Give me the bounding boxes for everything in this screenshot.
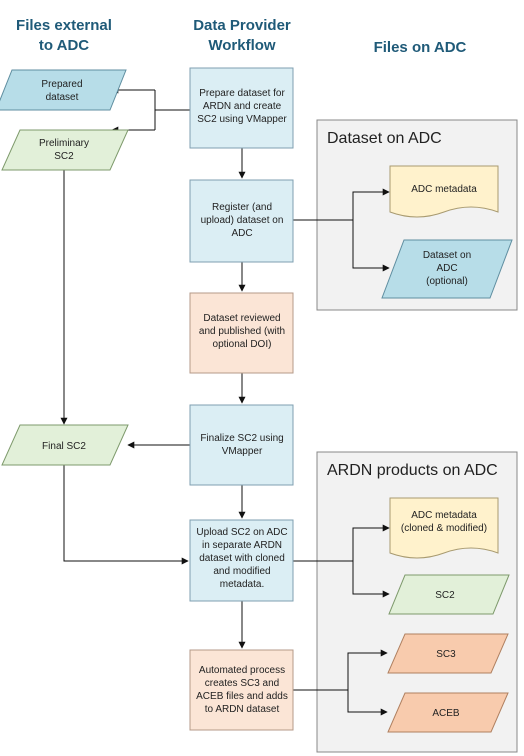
node-adc-metadata-1-label: ADC metadata	[411, 184, 477, 195]
node-upload-sc2-label-line-1: Upload SC2 on ADC	[196, 527, 287, 538]
header-on-adc: Files on ADC	[374, 39, 467, 56]
node-aceb-out-label: ACEB	[432, 708, 460, 719]
node-register: Register (and upload) dataset on ADC	[189, 179, 294, 263]
edge-prepare-split	[154, 109, 190, 130]
node-finalize-label-line-1: Finalize SC2 using	[200, 433, 283, 444]
edge-to-adc-metadata	[352, 188, 390, 220]
node-automated-label-line-1: Automated process	[199, 665, 285, 676]
edge-to-adc-metadata-2	[352, 524, 390, 561]
header-external-line-1: Files external	[16, 17, 112, 34]
node-preliminary-sc2-label-line-2: SC2	[54, 151, 74, 162]
node-prepared-dataset-label-line-2: dataset	[46, 92, 79, 103]
node-dataset-on-adc-label: Dataset on ADC (optional)	[423, 250, 471, 287]
node-prepare-label-line-3: SC2 using VMapper	[197, 114, 287, 125]
node-dataset-on-adc-label-line-2: ADC	[436, 263, 457, 274]
node-sc3-out-label-line-1: SC3	[436, 649, 456, 660]
node-reviewed-label-line-2: and published (with	[199, 326, 285, 337]
node-preliminary-sc2-label-line-1: Preliminary	[39, 138, 89, 149]
node-upload-sc2-label-line-4: and modified	[213, 566, 270, 577]
edges	[60, 86, 390, 716]
node-reviewed-label: Dataset reviewed and published (with optio…	[199, 313, 285, 350]
node-adc-metadata-1-label-line-1: ADC metadata	[411, 184, 477, 195]
node-prepare-label-line-1: Prepare dataset for	[199, 88, 285, 99]
node-final-sc2-label-line-1: Final SC2	[42, 441, 86, 452]
node-prepared-dataset: Prepared dataset	[0, 69, 127, 111]
node-automated-label-line-4: to ARDN dataset	[205, 704, 280, 715]
node-adc-metadata-2: ADC metadata (cloned & modified)	[389, 497, 499, 559]
node-sc2-out-label: SC2	[435, 590, 455, 601]
node-upload-sc2-label-line-3: dataset with cloned	[199, 553, 285, 564]
node-sc2-out: SC2	[388, 574, 510, 615]
node-reviewed: Dataset reviewed and published (with optio…	[189, 292, 294, 374]
edge-to-aceb	[347, 690, 388, 716]
node-upload-sc2-label-line-5: metadata.	[220, 579, 264, 590]
node-aceb-out: ACEB	[387, 692, 509, 733]
node-register-label-line-2: upload) dataset on	[201, 215, 284, 226]
node-prepare-label-line-2: ARDN and create	[203, 101, 282, 112]
edge-to-sc2	[352, 561, 390, 598]
node-aceb-out-label-line-1: ACEB	[432, 708, 460, 719]
node-sc3-out: SC3	[387, 633, 509, 674]
edge-final-upload	[63, 465, 189, 565]
node-adc-metadata-1: ADC metadata	[389, 165, 499, 218]
header-workflow-line-2: Workflow	[208, 37, 276, 54]
edge-to-sc3	[347, 649, 388, 690]
node-upload-sc2: Upload SC2 on ADC in separate ARDN dataset…	[189, 519, 294, 602]
header-on-adc-line-1: Files on ADC	[374, 39, 467, 56]
node-upload-sc2-label-line-2: in separate ARDN	[202, 540, 282, 551]
node-upload-sc2-label: Upload SC2 on ADC in separate ARDN dataset…	[196, 527, 287, 590]
node-reviewed-label-line-1: Dataset reviewed	[203, 313, 280, 324]
node-sc3-out-label: SC3	[436, 649, 456, 660]
node-sc2-out-label-line-1: SC2	[435, 590, 455, 601]
group-products-title: ARDN products on ADC	[327, 462, 498, 479]
node-prepared-dataset-label: Prepared dataset	[41, 79, 82, 103]
node-dataset-on-adc: Dataset on ADC (optional)	[381, 239, 513, 299]
node-final-sc2-label: Final SC2	[42, 441, 86, 452]
header-workflow-line-1: Data Provider	[193, 17, 291, 34]
node-automated-label-line-2: creates SC3 and	[205, 678, 280, 689]
node-register-label: Register (and upload) dataset on ADC	[201, 202, 284, 239]
node-finalize-label-line-2: VMapper	[222, 446, 263, 457]
node-register-label-line-3: ADC	[231, 228, 252, 239]
header-external: Files external to ADC	[16, 17, 112, 54]
node-adc-metadata-2-label: ADC metadata (cloned & modified)	[401, 510, 487, 534]
node-reviewed-label-line-3: optional DOI)	[213, 339, 272, 350]
header-external-line-2: to ADC	[39, 37, 89, 54]
edge-to-dataset-on-adc	[352, 220, 390, 272]
node-automated-label-line-3: ACEB files and adds	[196, 691, 288, 702]
group-dataset-title: Dataset on ADC	[327, 130, 442, 147]
node-prepared-dataset-label-line-1: Prepared	[41, 79, 82, 90]
node-final-sc2: Final SC2	[1, 424, 129, 466]
node-adc-metadata-2-label-line-1: ADC metadata	[411, 510, 477, 521]
node-dataset-on-adc-label-line-1: Dataset on	[423, 250, 471, 261]
node-adc-metadata-2-label-line-2: (cloned & modified)	[401, 523, 487, 534]
node-register-label-line-1: Register (and	[212, 202, 272, 213]
node-dataset-on-adc-label-line-3: (optional)	[426, 276, 468, 287]
